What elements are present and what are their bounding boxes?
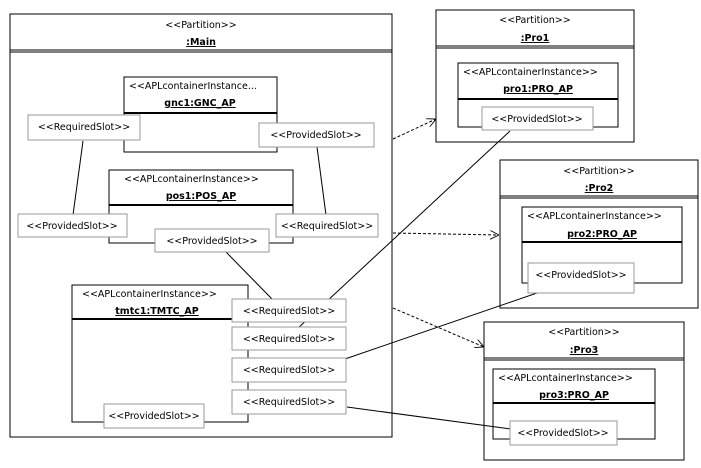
pos1-provided-slot-left[interactable]: <<ProvidedSlot>> (17, 213, 128, 238)
partition-pro1-name: :Pro1 (521, 33, 550, 44)
connector-tmtc1-required-to-pro1-provided (296, 130, 511, 330)
instance-gnc1-name: gnc1:GNC_AP (164, 98, 235, 109)
slot-label: <<RequiredSlot>> (38, 122, 130, 133)
instance-gnc1-stereotype: <<APLcontainerInstance... (129, 81, 257, 92)
slot-label: <<RequiredSlot>> (243, 334, 335, 345)
instance-pro2-name: pro2:PRO_AP (567, 229, 637, 240)
slot-label: <<RequiredSlot>> (243, 397, 335, 408)
pro1-provided-slot[interactable]: <<ProvidedSlot>> (481, 106, 594, 131)
dependency-main-pro3 (392, 307, 484, 347)
gnc1-provided-slot[interactable]: <<ProvidedSlot>> (258, 122, 375, 148)
instance-tmtc1[interactable]: <<APLcontainerInstance>> tmtc1:TMTC_AP (71, 284, 249, 423)
slot-label: <<ProvidedSlot>> (166, 236, 257, 247)
partition-pro1-stereotype: <<Partition>> (499, 15, 570, 26)
instance-pro3-stereotype: <<APLcontainerInstance>> (498, 373, 633, 384)
partition-main-stereotype: <<Partition>> (165, 20, 236, 31)
pos1-required-slot[interactable]: <<RequiredSlot>> (275, 213, 379, 238)
instance-pro3-name: pro3:PRO_AP (539, 390, 609, 401)
connector-tmtc1-required-to-pro3-provided (346, 406, 512, 430)
pos1-provided-slot-bottom[interactable]: <<ProvidedSlot>> (154, 228, 270, 253)
slot-label: <<RequiredSlot>> (243, 365, 335, 376)
connector-pos1-provided-to-tmtc1-required (225, 251, 273, 300)
partition-pro3-stereotype: <<Partition>> (548, 327, 619, 338)
tmtc1-required-slot-1[interactable]: <<RequiredSlot>> (231, 298, 347, 323)
tmtc1-required-slot-4[interactable]: <<RequiredSlot>> (231, 389, 347, 415)
partition-pro2-name: :Pro2 (585, 183, 614, 194)
instance-pos1-name: pos1:POS_AP (166, 191, 236, 202)
dependency-main-pro2 (392, 233, 499, 235)
instance-tmtc1-name: tmtc1:TMTC_AP (115, 306, 199, 317)
instance-pos1[interactable]: <<APLcontainerInstance>> pos1:POS_AP (108, 169, 294, 244)
connector-tmtc1-required-to-pro2-provided (344, 292, 538, 360)
partition-pro3-name: :Pro3 (570, 345, 599, 356)
instance-pos1-stereotype: <<APLcontainerInstance>> (124, 174, 259, 185)
pro3-provided-slot[interactable]: <<ProvidedSlot>> (509, 420, 618, 446)
partition-main-name: :Main (186, 37, 216, 48)
slot-label: <<ProvidedSlot>> (491, 114, 582, 125)
slot-label: <<RequiredSlot>> (281, 221, 373, 232)
gnc1-required-slot[interactable]: <<RequiredSlot>> (27, 114, 141, 141)
slot-label: <<ProvidedSlot>> (26, 221, 117, 232)
pro2-provided-slot[interactable]: <<ProvidedSlot>> (527, 262, 635, 294)
instance-gnc1[interactable]: <<APLcontainerInstance... gnc1:GNC_AP (123, 76, 278, 153)
slot-label: <<RequiredSlot>> (243, 306, 335, 317)
dependency-main-pro1 (392, 119, 436, 140)
instance-pro1-name: pro1:PRO_AP (503, 84, 573, 95)
slot-label: <<ProvidedSlot>> (108, 411, 199, 422)
partition-pro2-stereotype: <<Partition>> (563, 166, 634, 177)
tmtc1-required-slot-2[interactable]: <<RequiredSlot>> (231, 326, 347, 351)
tmtc1-required-slot-3[interactable]: <<RequiredSlot>> (231, 357, 347, 383)
connector-gnc1-provided-to-pos1-required (316, 146, 327, 216)
connector-gnc1-required-to-pos1-provided (72, 140, 84, 216)
instance-pro1-stereotype: <<APLcontainerInstance>> (463, 67, 598, 78)
slot-label: <<ProvidedSlot>> (270, 130, 361, 141)
slot-label: <<ProvidedSlot>> (535, 270, 626, 281)
tmtc1-provided-slot[interactable]: <<ProvidedSlot>> (103, 403, 205, 429)
instance-pro2-stereotype: <<APLcontainerInstance>> (527, 211, 662, 222)
instance-tmtc1-stereotype: <<APLcontainerInstance>> (82, 289, 217, 300)
slot-label: <<ProvidedSlot>> (517, 428, 608, 439)
